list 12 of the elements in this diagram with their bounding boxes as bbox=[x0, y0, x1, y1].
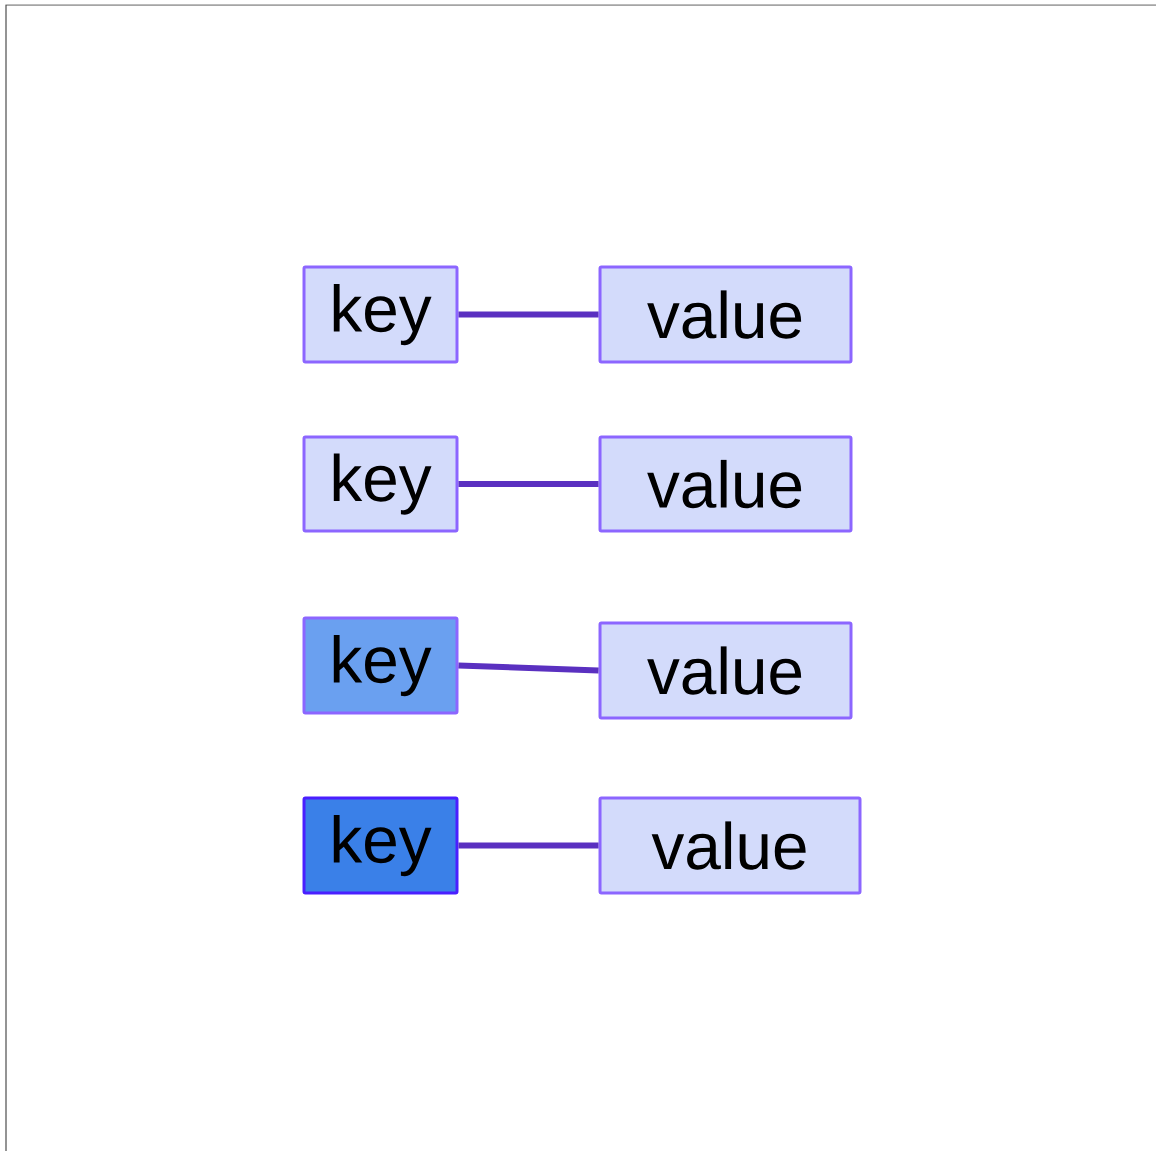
connector-line bbox=[458, 311, 599, 318]
connector-line bbox=[458, 842, 599, 849]
value-box: value bbox=[598, 796, 862, 895]
key-box: key bbox=[302, 796, 459, 895]
key-box: key bbox=[302, 435, 459, 533]
value-box: value bbox=[598, 265, 853, 364]
value-box: value bbox=[598, 621, 853, 720]
connector-line bbox=[458, 481, 599, 487]
value-box: value bbox=[598, 435, 853, 533]
connector-line bbox=[458, 662, 599, 674]
key-box: key bbox=[302, 616, 459, 715]
key-box: key bbox=[302, 265, 459, 364]
